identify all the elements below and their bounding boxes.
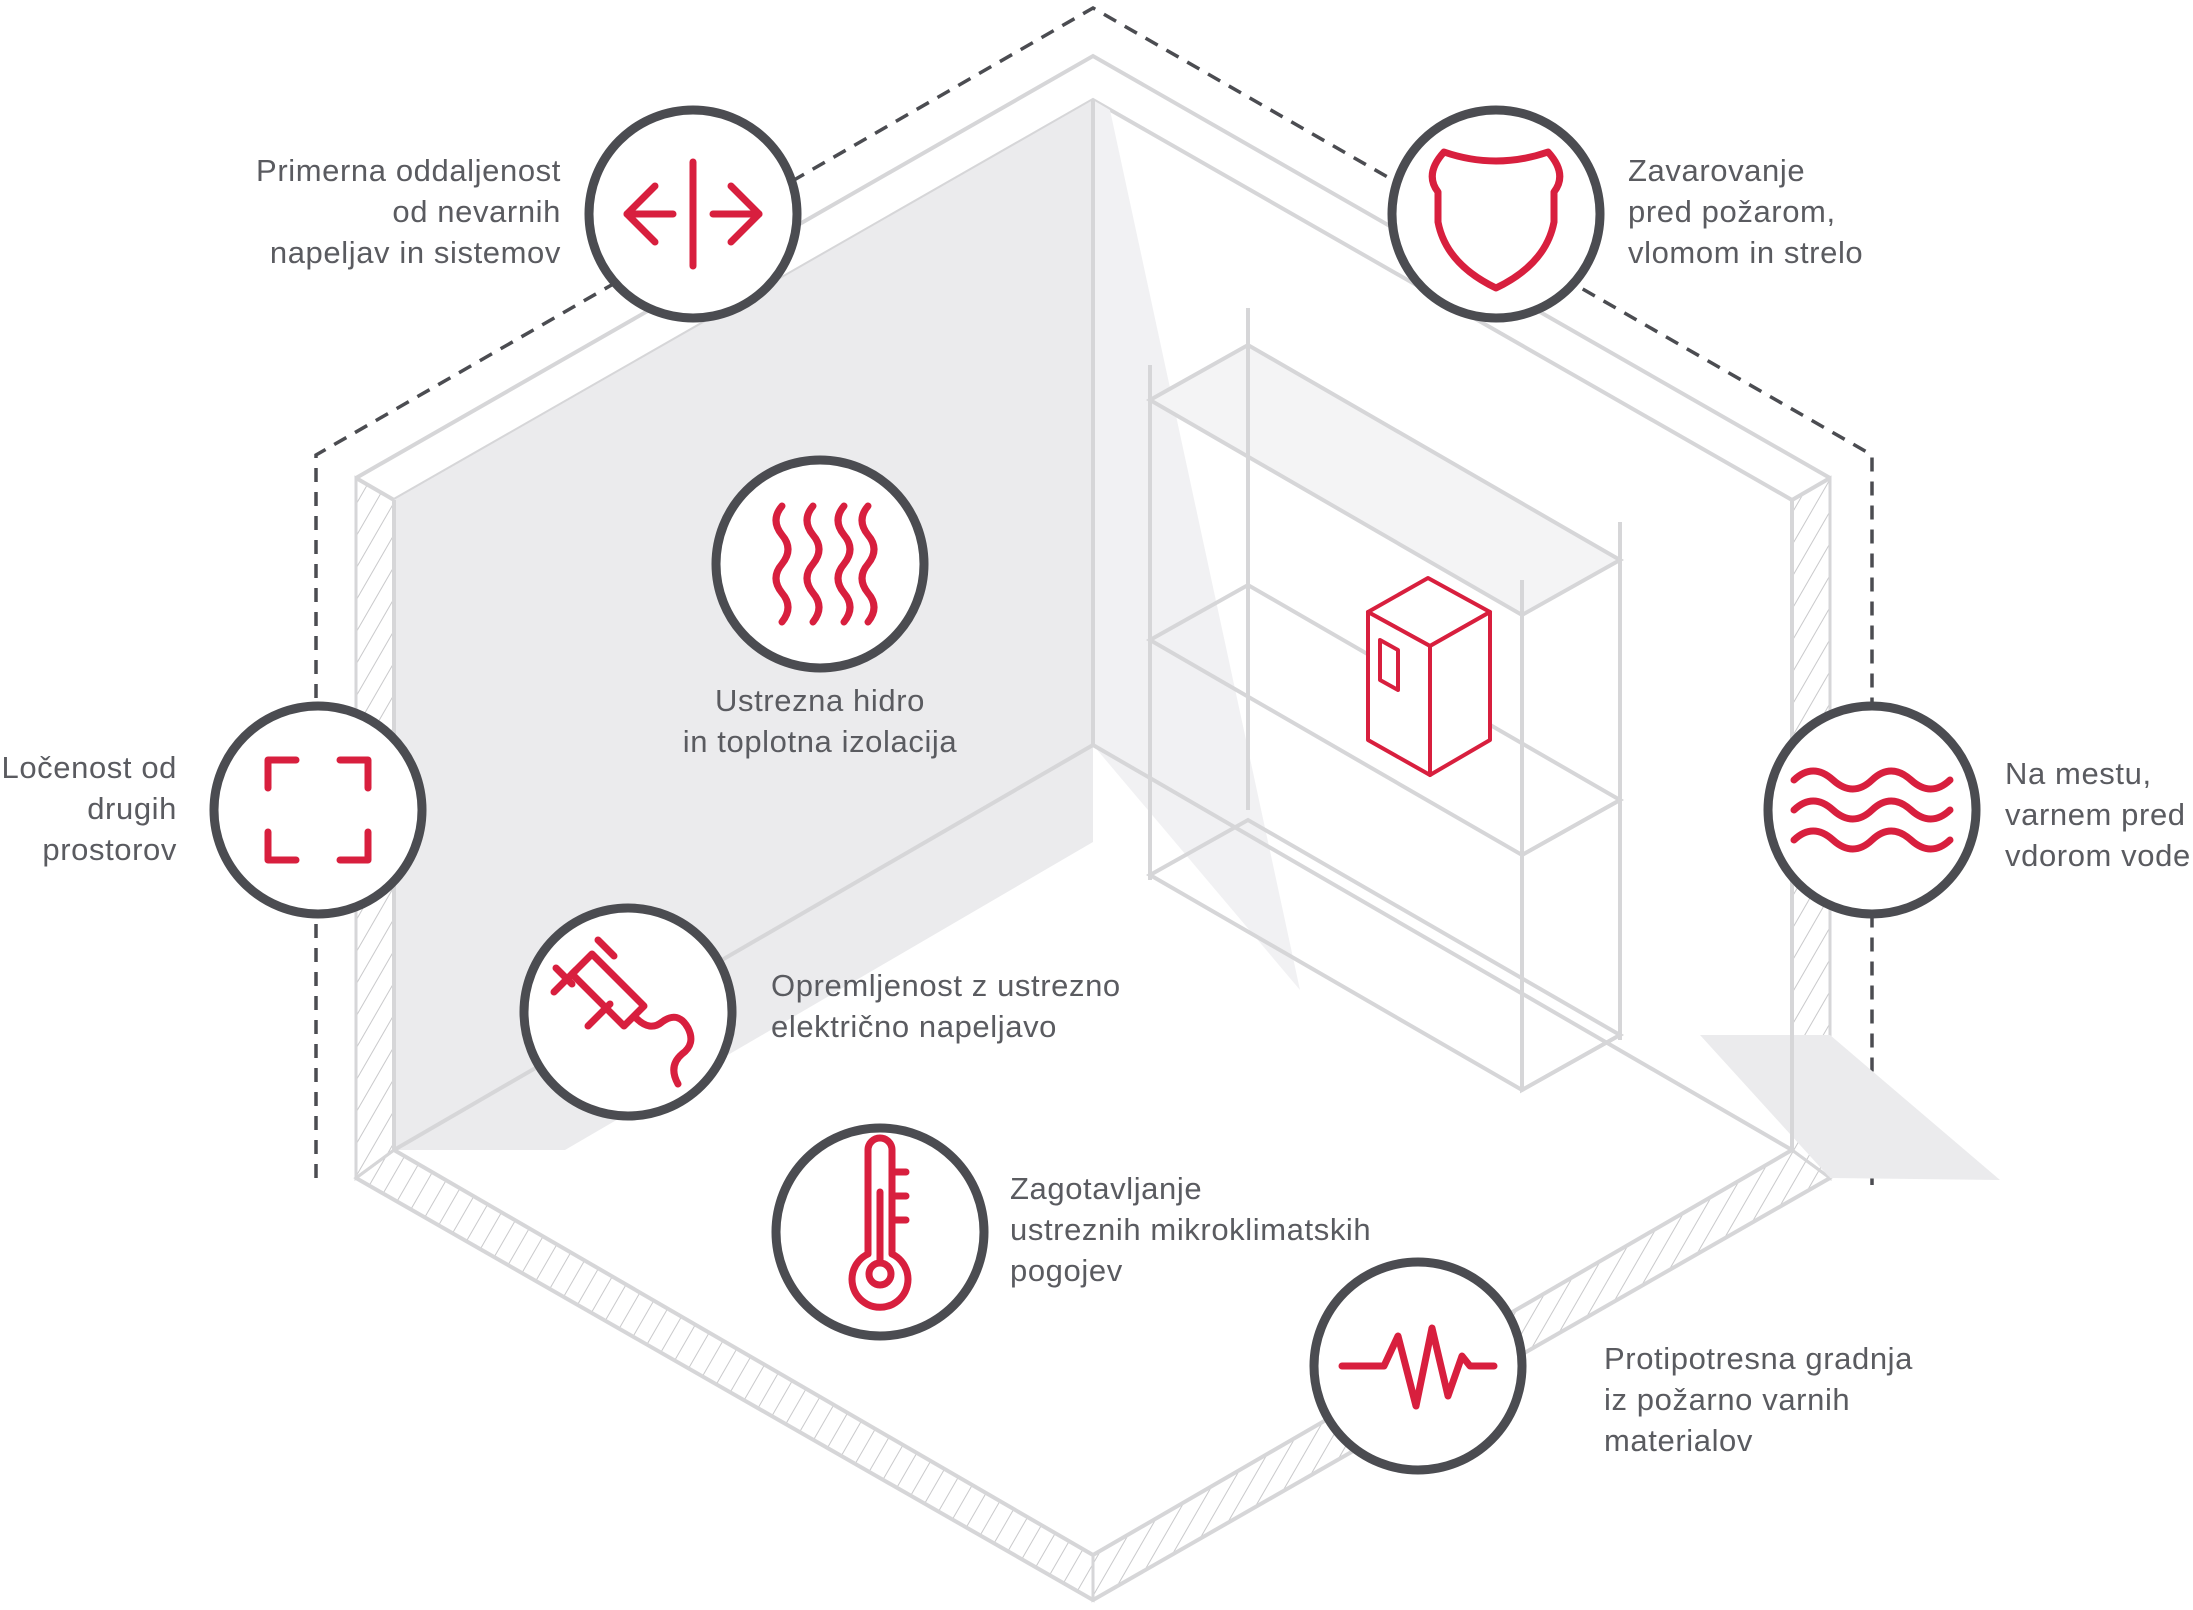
water-waves-icon xyxy=(1790,767,1954,853)
icon-circle xyxy=(519,903,737,1121)
icon-badge-distance xyxy=(584,105,802,323)
back-right-wall-shade xyxy=(1093,100,1300,990)
power-plug-icon xyxy=(550,936,695,1088)
icon-circle xyxy=(1387,105,1605,323)
icon-circle xyxy=(1309,1257,1527,1475)
dashed-boundary xyxy=(314,5,1874,1185)
arrows-separator-icon xyxy=(623,158,763,270)
feature-icons xyxy=(209,105,1981,1475)
shield-icon xyxy=(1428,148,1564,292)
server-cabinet xyxy=(1366,576,1492,777)
icon-circle xyxy=(209,701,427,919)
seismic-wave-icon xyxy=(1338,1324,1498,1410)
shelving-unit xyxy=(1145,308,1625,1094)
icon-badge-climate xyxy=(771,1123,989,1341)
floor-shadow-right xyxy=(1700,1035,2000,1180)
icon-badge-earthquake xyxy=(1309,1257,1527,1475)
thermometer-icon xyxy=(848,1134,912,1311)
icon-badge-separation xyxy=(209,701,427,919)
heat-waves-icon xyxy=(772,502,878,626)
frame-corners-icon xyxy=(264,756,372,864)
icon-badge-insulation xyxy=(711,455,929,673)
icon-circle xyxy=(711,455,929,673)
icon-badge-water xyxy=(1763,701,1981,919)
icon-badge-protection xyxy=(1387,105,1605,323)
icon-badge-electrical xyxy=(519,903,737,1121)
